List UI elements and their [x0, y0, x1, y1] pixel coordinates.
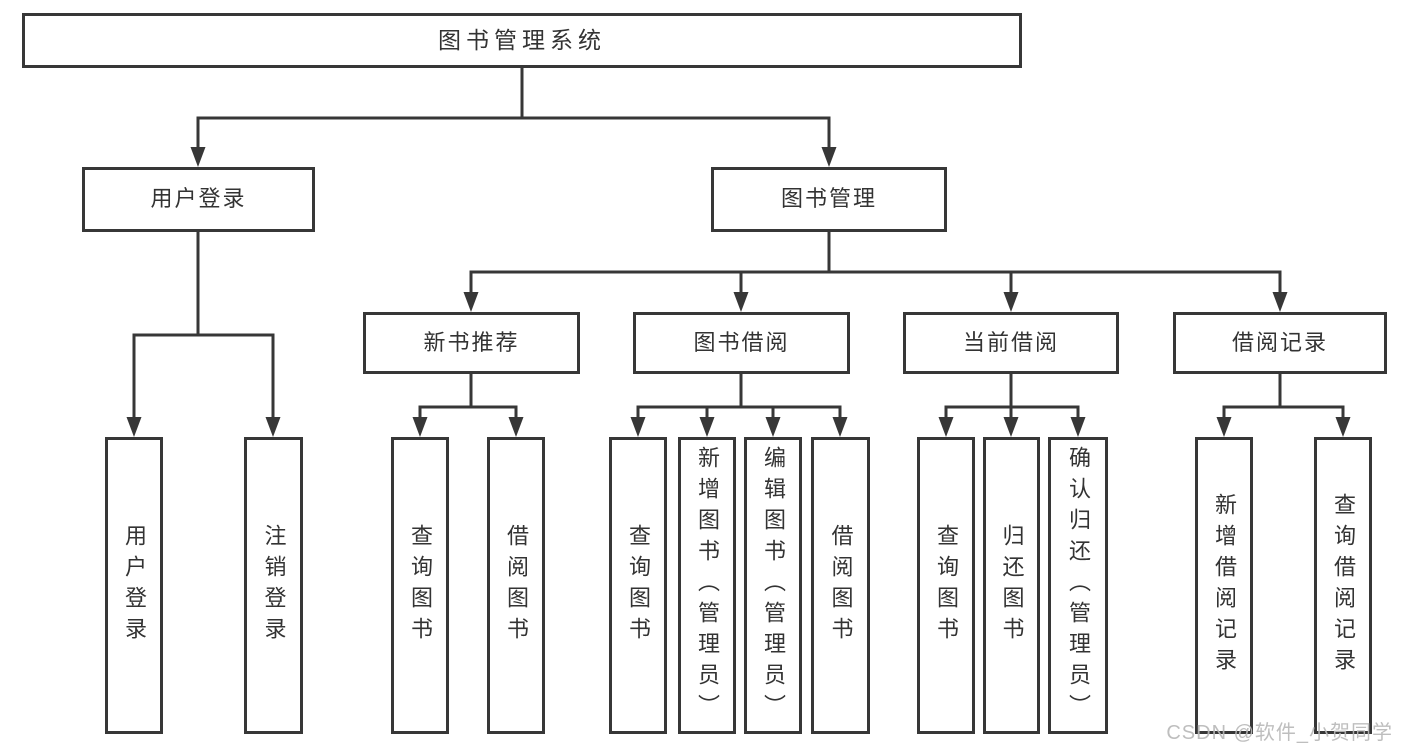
node-user-login: 用户登录	[82, 167, 315, 232]
connector-borrow-record-to-leaves	[1222, 374, 1345, 421]
arrowhead	[1003, 417, 1019, 437]
leaf-query-books-current: 查询图书	[917, 437, 975, 734]
connector-root-to-level2	[196, 68, 831, 151]
arrowhead	[1070, 417, 1086, 437]
leaf-query-books-recommend: 查询图书	[391, 437, 449, 734]
leaf-borrow-books: 借阅图书	[811, 437, 870, 734]
arrowhead	[190, 147, 206, 167]
arrowhead	[765, 417, 781, 437]
arrowhead	[508, 417, 524, 437]
arrowhead	[126, 417, 142, 437]
arrowhead	[1272, 292, 1288, 312]
arrowhead	[1335, 417, 1351, 437]
connector-user-login-to-leaves	[132, 232, 275, 421]
leaf-query-borrow-record: 查询借阅记录	[1314, 437, 1372, 734]
connector-current-borrow-to-leaves	[944, 374, 1080, 421]
arrowhead	[630, 417, 646, 437]
arrowhead	[733, 292, 749, 312]
leaf-return-books: 归还图书	[983, 437, 1040, 734]
arrowhead	[412, 417, 428, 437]
node-borrowing-records: 借阅记录	[1173, 312, 1387, 374]
connector-book-mgmt-to-level3	[469, 232, 1282, 296]
arrowhead	[821, 147, 837, 167]
node-book-management: 图书管理	[711, 167, 947, 232]
leaf-query-books-borrowing: 查询图书	[609, 437, 667, 734]
arrowhead	[832, 417, 848, 437]
node-current-borrowing: 当前借阅	[903, 312, 1119, 374]
arrowhead	[1003, 292, 1019, 312]
csdn-watermark: CSDN @软件_小贺同学	[1166, 722, 1393, 744]
arrowhead	[463, 292, 479, 312]
connector-new-book-to-leaves	[418, 374, 518, 421]
leaf-user-login: 用户登录	[105, 437, 163, 734]
node-library-management-system: 图书管理系统	[22, 13, 1022, 68]
leaf-edit-books-admin: 编辑图书（管理员）	[744, 437, 802, 734]
node-book-borrowing: 图书借阅	[633, 312, 850, 374]
leaf-confirm-return-admin: 确认归还（管理员）	[1048, 437, 1108, 734]
leaf-add-borrow-record: 新增借阅记录	[1195, 437, 1253, 734]
leaf-logout: 注销登录	[244, 437, 303, 734]
arrowhead	[699, 417, 715, 437]
leaf-add-books-admin: 新增图书（管理员）	[678, 437, 736, 734]
arrowhead	[265, 417, 281, 437]
arrowhead	[1216, 417, 1232, 437]
connector-book-borrow-to-leaves	[636, 374, 842, 421]
leaf-borrow-books-recommend: 借阅图书	[487, 437, 545, 734]
node-new-book-recommendation: 新书推荐	[363, 312, 580, 374]
arrowhead	[938, 417, 954, 437]
